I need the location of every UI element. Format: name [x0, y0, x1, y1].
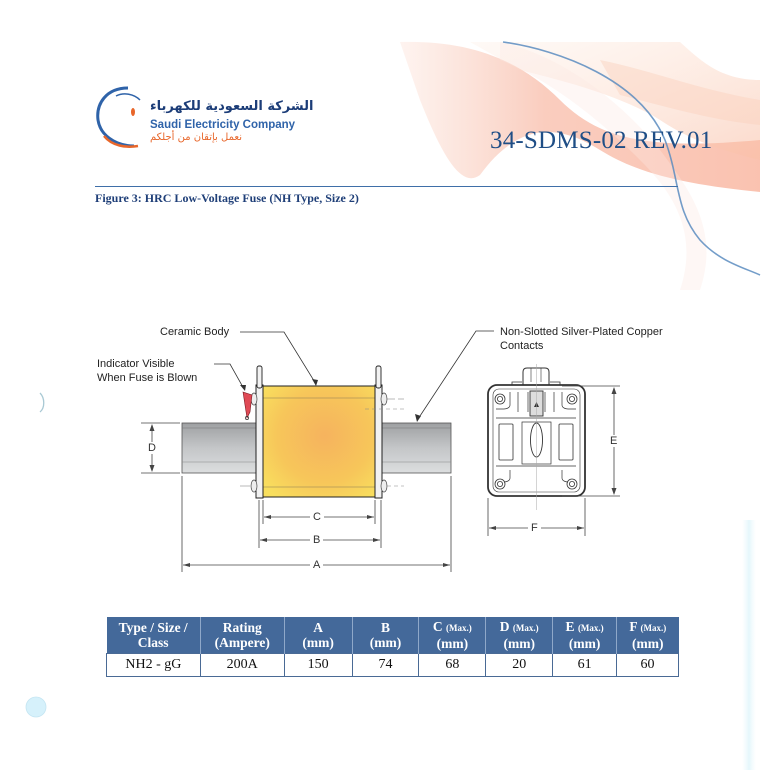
- callout-arrowheads: [240, 379, 421, 422]
- document-id: 34-SDMS-02 REV.01: [490, 127, 713, 154]
- dimension-label-a: A: [310, 559, 324, 571]
- callout-indicator-line1: Indicator Visible: [97, 358, 175, 370]
- fuse-spec-table: Type / Size /Class Rating(Ampere) A(mm) …: [106, 617, 679, 677]
- header-e: E (Max.)(mm): [552, 617, 618, 654]
- company-name-arabic: الشركة السعودية للكهرباء: [150, 99, 314, 114]
- header-b: B(mm): [352, 617, 420, 654]
- callout-leaders: [214, 330, 494, 420]
- margin-mark: [39, 392, 45, 413]
- edge-streak: [742, 520, 756, 770]
- cell-d: 20: [485, 653, 554, 677]
- dimension-label-e: E: [607, 435, 621, 447]
- table-header-row: Type / Size /Class Rating(Ampere) A(mm) …: [106, 617, 679, 654]
- table-row: NH2 - gG 200A 150 74 68 20 61 60: [106, 653, 679, 677]
- fuse-end-view: [487, 364, 586, 510]
- header-c: C (Max.)(mm): [418, 617, 487, 654]
- blown-indicator-icon: [242, 391, 253, 419]
- header-rating: Rating(Ampere): [200, 617, 285, 654]
- dimension-label-f: F: [528, 522, 541, 534]
- fuse-side-view: [181, 365, 452, 499]
- callout-contacts-line1: Non-Slotted Silver-Plated Copper: [500, 326, 663, 338]
- callout-indicator-line2: When Fuse is Blown: [97, 372, 198, 384]
- margin-hole: [25, 696, 47, 718]
- header-f: F (Max.)(mm): [616, 617, 679, 654]
- cell-type: NH2 - gG: [106, 653, 201, 677]
- header-a: A(mm): [284, 617, 353, 654]
- dimension-arrowheads-end: [489, 387, 617, 530]
- sec-logo-icon: [96, 86, 141, 148]
- header-d: D (Max.)(mm): [485, 617, 554, 654]
- company-tagline-arabic: نعمل بإتقان من أجلكم: [150, 132, 242, 143]
- cell-f: 60: [616, 653, 679, 677]
- cell-b: 74: [351, 653, 420, 677]
- callout-contacts-line2: Contacts: [500, 340, 544, 352]
- dimension-arrowheads-side: [149, 424, 450, 567]
- dimension-label-d: D: [145, 442, 159, 454]
- callout-ceramic-body: Ceramic Body: [160, 326, 230, 338]
- header-wave-decoration: [400, 41, 761, 290]
- header-type-size-class: Type / Size /Class: [106, 617, 201, 654]
- cell-rating: 200A: [199, 653, 285, 677]
- company-name-english: Saudi Electricity Company: [150, 119, 296, 131]
- cell-c: 68: [418, 653, 487, 677]
- dimension-label-b: B: [310, 534, 324, 546]
- cell-a: 150: [283, 653, 353, 677]
- header-divider: [95, 186, 678, 187]
- dimension-label-c: C: [310, 511, 324, 523]
- cell-e: 61: [552, 653, 618, 677]
- figure-caption: Figure 3: HRC Low-Voltage Fuse (NH Type,…: [95, 191, 359, 205]
